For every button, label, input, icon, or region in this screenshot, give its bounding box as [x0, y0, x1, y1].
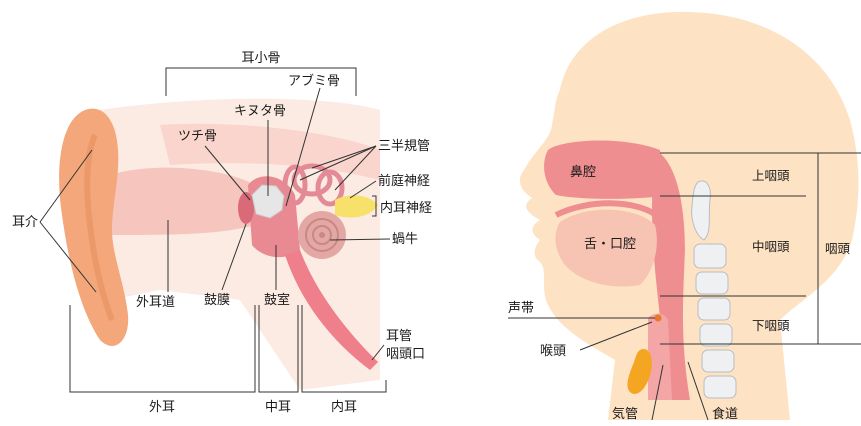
trachea-label: 気管: [612, 406, 638, 422]
oral-cavity-outline: [554, 200, 663, 221]
ear-diagram: 耳小骨 アブミ骨 キヌタ骨 ツチ骨 三半規管 前庭神経 内耳神経 蝸牛 耳介 外…: [12, 51, 432, 415]
larynx-leader: [579, 321, 653, 351]
ossicles-shape: [251, 184, 285, 219]
middle-pharynx-label: 中咽頭: [752, 239, 790, 254]
eardrum-leader: [221, 223, 247, 291]
trachea-leader: [651, 364, 664, 421]
semicircular-leader-2: [299, 145, 377, 181]
larynx-label: 喉頭: [540, 344, 566, 359]
nasal-cavity-label: 鼻腔: [570, 164, 596, 180]
semicircular-canals-label: 三半規管: [378, 139, 430, 154]
semicircular-leader-1: [311, 145, 377, 169]
stapes-label: アブミ骨: [288, 73, 340, 89]
throat-diagram: 鼻腔 舌・口腔 上咽頭 中咽頭 下咽頭 咽頭 声帯 喉頭 気管 食道: [508, 11, 861, 422]
cochlea-label: 蝸牛: [392, 232, 418, 247]
cochlea-leader: [329, 238, 391, 241]
auricle-leader-1: [39, 149, 93, 223]
external-canal-shape: [110, 167, 255, 235]
vocal-cords-label: 声帯: [508, 301, 534, 316]
nasal-cavity-shape: [544, 140, 664, 199]
tongue-shape: [555, 209, 657, 287]
vestibular-nerve-shape: [335, 195, 378, 218]
pharynx-label: 咽頭: [825, 241, 851, 256]
inner-ear-bracket: [301, 305, 387, 393]
eustachian-label-2: 咽頭口: [386, 347, 425, 362]
inner-ear-nerve-bracket: [372, 195, 377, 217]
vocal-cords-shape: [654, 314, 662, 322]
tympanic-cavity-label: 鼓室: [264, 292, 290, 308]
auricle-inner: [84, 133, 115, 322]
auricle-shape: [59, 108, 129, 346]
auricle-leader-2: [39, 221, 97, 293]
cartilage-shape: [627, 349, 652, 395]
vestibular-nerve-label: 前庭神経: [378, 173, 430, 189]
incus-label: キヌタ骨: [234, 104, 286, 119]
external-canal-label: 外耳道: [136, 295, 175, 310]
inner-ear-label: 内耳: [331, 399, 357, 415]
stapes-leader: [285, 87, 321, 207]
semicircular-canals-shape: [282, 163, 345, 207]
esophagus-leader: [687, 361, 709, 421]
inner-ear-nerve-label: 内耳神経: [380, 200, 432, 216]
outer-ear-bracket: [69, 305, 256, 393]
eustachian-tube-shape: [285, 250, 378, 370]
outer-ear-label: 外耳: [149, 400, 175, 415]
head-silhouette: [519, 11, 859, 420]
eardrum-shape: [238, 192, 254, 224]
middle-ear-label: 中耳: [265, 400, 291, 415]
eustachian-label-1: 耳管: [386, 329, 412, 344]
eustachian-leader: [371, 344, 385, 361]
lower-pharynx-label: 下咽頭: [752, 318, 790, 333]
middle-ear-bracket: [258, 305, 299, 393]
vestibular-leader: [349, 180, 377, 199]
upper-pharynx-label: 上咽頭: [752, 168, 790, 183]
ossicles-label: 耳小骨: [241, 51, 280, 66]
semicircular-leader-3: [334, 145, 377, 191]
trachea-shape: [648, 313, 672, 400]
ossicles-bracket: [165, 67, 357, 96]
malleus-label: ツチ骨: [178, 129, 217, 144]
oral-cavity-label: 舌・口腔: [584, 237, 636, 252]
cochlea-shape: [298, 211, 346, 259]
upper-canal-band: [160, 123, 380, 180]
eardrum-label: 鼓膜: [204, 293, 230, 308]
auricle-label: 耳介: [12, 215, 38, 230]
esophagus-label: 食道: [712, 406, 738, 422]
pharynx-shape: [652, 150, 690, 400]
malleus-leader: [204, 145, 251, 201]
